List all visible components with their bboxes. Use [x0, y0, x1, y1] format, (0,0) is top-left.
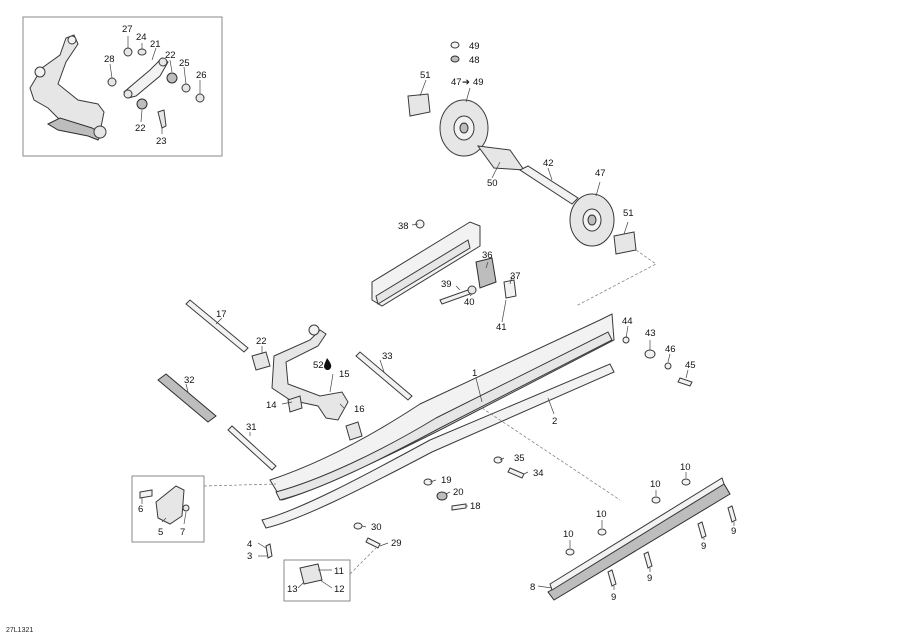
callout-35: 35	[514, 453, 525, 464]
callout-9: 9	[611, 592, 616, 603]
runner-bar	[547, 477, 731, 601]
callout-22: 22	[165, 50, 176, 61]
small-hardware	[265, 336, 737, 587]
hardware-leaders	[257, 325, 735, 590]
inset-frame-top-left	[22, 16, 223, 157]
wheel-leaders	[419, 79, 657, 307]
callout-7: 7	[180, 527, 185, 538]
callout-10: 10	[680, 462, 691, 473]
stopper-parts	[139, 485, 190, 525]
callout-31: 31	[246, 422, 257, 433]
callout-8: 8	[530, 582, 535, 593]
callout-51: 51	[420, 70, 431, 81]
callout-9: 9	[701, 541, 706, 552]
left-shaft-leaders	[185, 317, 385, 436]
callout-1: 1	[472, 368, 477, 379]
callout-50: 50	[487, 178, 498, 189]
callout-19: 19	[441, 475, 452, 486]
callout-41: 41	[496, 322, 507, 333]
left-shafts	[157, 299, 413, 471]
diagram-code: 27L1321	[6, 627, 33, 634]
callout-10: 10	[596, 509, 607, 520]
inset-arm-assembly	[29, 34, 107, 141]
callout-10: 10	[563, 529, 574, 540]
inset-small-parts	[107, 47, 205, 129]
wheel-parts	[407, 41, 637, 255]
callout-52: 52	[313, 360, 324, 371]
callout-28: 28	[104, 54, 115, 65]
callout-49: 49	[469, 41, 480, 52]
callout-37: 37	[510, 271, 521, 282]
callout-45: 45	[685, 360, 696, 371]
callout-13: 13	[287, 584, 298, 595]
callout-9: 9	[647, 573, 652, 584]
callout-2: 2	[552, 416, 557, 427]
callout-20: 20	[453, 487, 464, 498]
callout-5: 5	[158, 527, 163, 538]
callout-4: 4	[247, 539, 252, 550]
callout-39: 39	[441, 279, 452, 290]
callout-34: 34	[533, 468, 544, 479]
callout-49: 49	[473, 77, 484, 88]
callout-32: 32	[184, 375, 195, 386]
callout-51: 51	[623, 208, 634, 219]
inset-frame-bracket	[283, 559, 351, 602]
rail-bracket-leaders	[411, 223, 513, 323]
callout-labels: 27 24 21 22 25 26 28 22 23 49 48 51 47 ➔…	[6, 24, 736, 634]
callout-22: 22	[135, 123, 146, 134]
callout-30: 30	[371, 522, 382, 533]
stopper-leaders	[141, 498, 187, 525]
callout-22: 22	[256, 336, 267, 347]
callout-26: 26	[196, 70, 207, 81]
inset-leaders	[109, 36, 201, 134]
callout-33: 33	[382, 351, 393, 362]
callout-12: 12	[334, 584, 345, 595]
oil-drop-icon	[324, 358, 332, 371]
callout-25: 25	[179, 58, 190, 69]
callout-40: 40	[464, 297, 475, 308]
callout-16: 16	[354, 404, 365, 415]
callout-42: 42	[543, 158, 554, 169]
callout-18: 18	[470, 501, 481, 512]
callout-44: 44	[622, 316, 633, 327]
callout-11: 11	[334, 566, 344, 577]
callout-38: 38	[398, 221, 409, 232]
callout-46: 46	[665, 344, 676, 355]
callout-21: 21	[150, 39, 161, 50]
callout-15: 15	[339, 369, 350, 380]
inset-link-plate	[123, 57, 169, 99]
rail-bracket-upper	[371, 219, 517, 307]
callout-43: 43	[645, 328, 656, 339]
callout-10: 10	[650, 479, 661, 490]
callout-36: 36	[482, 250, 493, 261]
callout-6: 6	[138, 504, 143, 515]
callout-14: 14	[266, 400, 277, 411]
callout-17: 17	[216, 309, 227, 320]
inset-frame-stopper	[131, 475, 205, 543]
callout-48: 48	[469, 55, 480, 66]
callout-23: 23	[156, 136, 167, 147]
callout-47: 47	[595, 168, 606, 179]
right-arrow-icon: ➔	[462, 77, 470, 88]
callout-47: 47	[451, 77, 462, 88]
main-rail	[261, 313, 615, 529]
callout-3: 3	[247, 551, 252, 562]
callout-24: 24	[136, 32, 147, 43]
main-rail-leaders	[203, 377, 621, 575]
callout-29: 29	[391, 538, 402, 549]
callout-9: 9	[731, 526, 736, 537]
callout-27: 27	[122, 24, 133, 35]
